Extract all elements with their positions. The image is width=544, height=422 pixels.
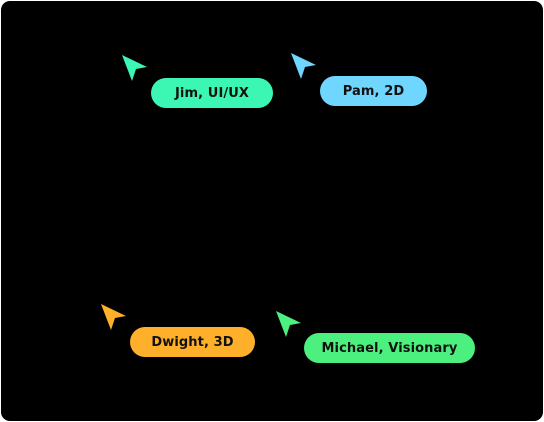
cursor-dwight-icon	[98, 301, 128, 331]
collaborator-label-pam: Pam, 2D	[320, 76, 427, 106]
cursor-jim-icon	[119, 52, 149, 82]
cursor-michael-icon	[273, 308, 303, 338]
collaborator-label-jim: Jim, UI/UX	[151, 78, 273, 108]
collaborator-label-michael: Michael, Visionary	[304, 333, 475, 363]
collaborator-label-dwight: Dwight, 3D	[130, 327, 255, 357]
cursor-pam-icon	[288, 50, 318, 80]
